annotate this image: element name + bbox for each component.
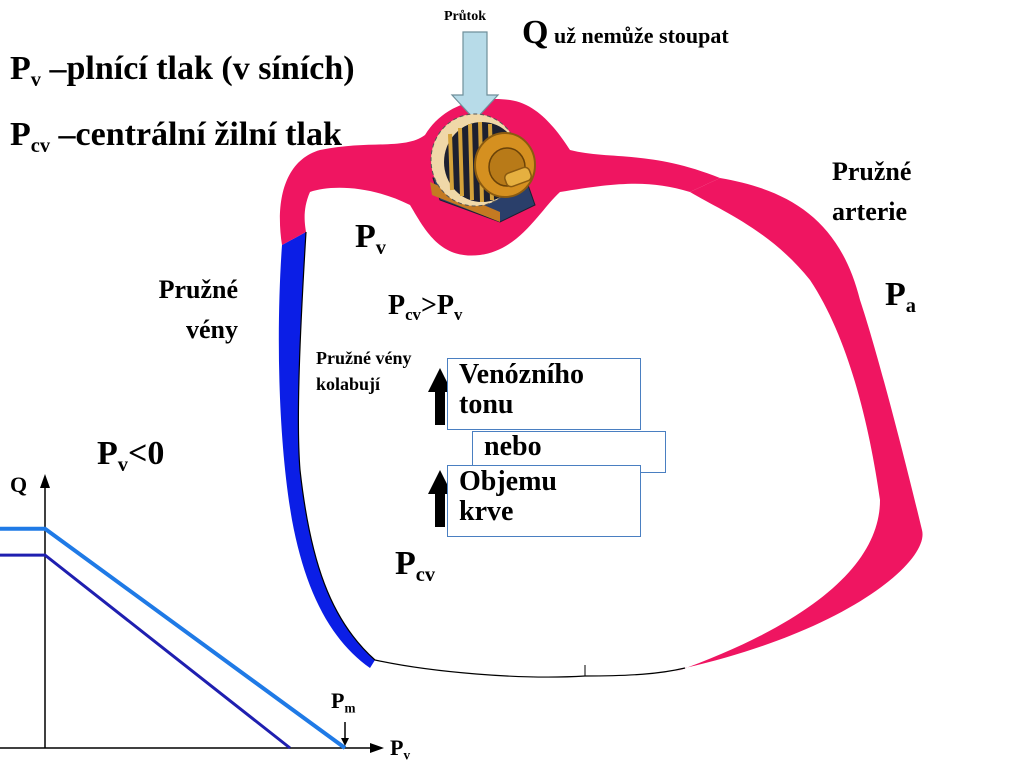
- chart-xlabel-sub: v: [403, 747, 411, 763]
- circulation-outline: [297, 231, 686, 678]
- pcv-def-sub: cv: [30, 135, 51, 158]
- comp-a-symbol: P: [388, 290, 406, 321]
- elastic-artery-wall: [675, 178, 923, 672]
- pcv-def-symbol: P: [10, 116, 31, 153]
- x-axis-arrowhead: [370, 743, 384, 753]
- or-label: nebo: [484, 431, 542, 462]
- gear-motor-icon: [430, 113, 536, 223]
- chart-marker-label: Pm: [331, 688, 355, 717]
- pv-negative-label: Pv<0: [97, 435, 164, 477]
- blood-volume-box: [447, 465, 641, 537]
- marker-sub: m: [344, 700, 356, 716]
- y-axis-arrowhead: [40, 474, 50, 488]
- chart-ylabel: Q: [10, 472, 28, 497]
- pv-def-text: –plnící tlak (v síních): [40, 50, 355, 87]
- pcv-definition: Pcv –centrální žilní tlak: [10, 116, 342, 158]
- pv-neg-symbol: P: [97, 435, 118, 472]
- pressure-comparison: Pcv>Pv: [388, 290, 462, 325]
- pv-symbol: P: [355, 218, 376, 255]
- pv-label: Pv: [355, 218, 386, 260]
- chart-xlabel: Pv: [390, 735, 410, 764]
- pv-def-sub: v: [30, 69, 41, 92]
- elastic-veins-line2: vény: [186, 315, 238, 344]
- elastic-vein-wall: [278, 232, 375, 668]
- collapse-line2: kolabují: [316, 374, 381, 394]
- collapse-line1: Pružné vény: [316, 348, 412, 368]
- blood-volume-label: Objemu krve: [459, 467, 557, 527]
- pv-neg-sub: v: [117, 454, 128, 477]
- flow-label: Průtok: [444, 9, 486, 24]
- pa-symbol: P: [885, 276, 906, 313]
- down-arrow-icon: [450, 31, 500, 121]
- pv-definition: Pv –plnící tlak (v síních): [10, 50, 355, 92]
- up-arrow-icon: [428, 368, 452, 425]
- blood-volume-line2: krve: [459, 496, 514, 527]
- comp-b-sub: v: [454, 304, 463, 324]
- blood-volume-line1: Objemu: [459, 466, 557, 497]
- elastic-arteries-line2: arterie: [832, 197, 908, 226]
- pcv-def-text: –centrální žilní tlak: [50, 116, 342, 153]
- pv-def-symbol: P: [10, 50, 31, 87]
- pm-marker-arrowhead: [341, 738, 349, 746]
- pcv-symbol: P: [395, 545, 416, 582]
- up-arrow-icon: [428, 470, 452, 527]
- chart-series-line: [0, 526, 347, 750]
- veins-collapse-label: Pružné vény kolabují: [316, 345, 411, 397]
- venous-tone-label: Venózního tonu: [459, 360, 584, 420]
- elastic-arteries-line1: Pružné: [832, 157, 912, 186]
- pa-sub: a: [905, 295, 916, 318]
- chart-series-line: [0, 553, 291, 750]
- flow-pressure-chart: [0, 474, 384, 753]
- elastic-veins-label: Pružné vény: [110, 270, 238, 350]
- pv-sub: v: [375, 237, 386, 260]
- pa-label: Pa: [885, 276, 916, 318]
- chart-xlabel-symbol: P: [390, 735, 404, 760]
- pv-neg-text: <0: [127, 435, 165, 472]
- pcv-sub: cv: [415, 564, 436, 587]
- comp-operator: >P: [420, 290, 455, 321]
- flow-limit-text: Q už nemůže stoupat: [522, 14, 729, 52]
- elastic-arteries-label: Pružné arterie: [832, 152, 911, 232]
- comp-a-sub: cv: [405, 304, 421, 324]
- pcv-label: Pcv: [395, 545, 435, 587]
- q-symbol: Q: [522, 14, 549, 51]
- venous-tone-box: [447, 358, 641, 430]
- venous-tone-line1: Venózního: [459, 359, 585, 390]
- q-limit-text: už nemůže stoupat: [548, 23, 729, 48]
- marker-symbol: P: [331, 688, 345, 713]
- elastic-veins-line1: Pružné: [158, 275, 238, 304]
- venous-tone-line2: tonu: [459, 389, 514, 420]
